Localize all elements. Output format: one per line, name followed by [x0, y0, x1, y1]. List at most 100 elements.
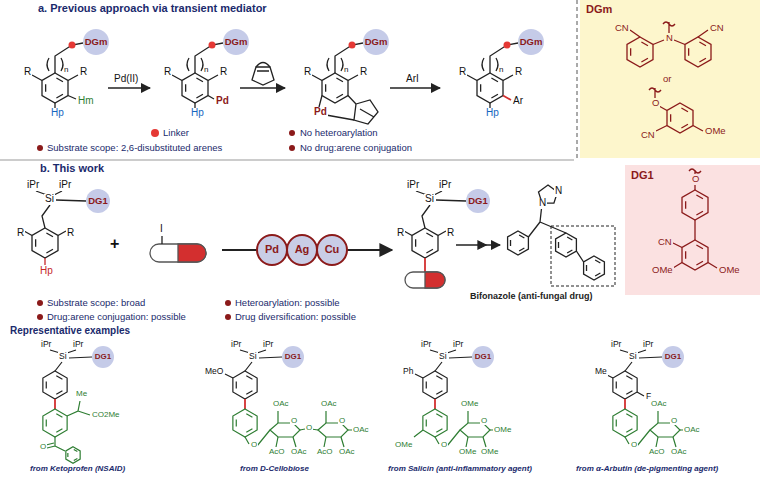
legend-text: Linker	[163, 128, 189, 138]
directing-group-label: DG1	[285, 353, 301, 361]
structure-g	[627, 22, 717, 270]
structure-circle	[289, 130, 295, 136]
atom-label: R	[66, 228, 75, 239]
atom-label: R	[163, 67, 172, 78]
drug-atom-label: OAc	[352, 426, 370, 434]
structure-g	[225, 374, 644, 396]
directing-group-label: DGm	[520, 37, 543, 47]
atom-label: iPr	[642, 340, 654, 349]
atom-label: iPr	[438, 180, 452, 191]
section-heading: Representative examples	[10, 326, 130, 337]
structure-circle	[37, 145, 43, 151]
atom-label: iPr	[406, 180, 420, 191]
drug-atom-label: O	[305, 424, 313, 432]
bullet-text: Heteroarylation: possible	[235, 298, 340, 308]
atom-label: DGm	[586, 4, 612, 16]
atom-label: R	[458, 67, 467, 78]
structure-path	[673, 169, 717, 268]
metal-label: Ag	[295, 244, 310, 256]
structure-use	[667, 103, 693, 133]
atom-label: N	[554, 186, 563, 197]
atom-label: Ph	[402, 367, 414, 376]
drug-atom-label: OMe	[460, 400, 479, 408]
atom-label: I	[159, 224, 164, 235]
drug-atom-label: OAc	[683, 426, 701, 434]
structure-use	[423, 346, 494, 437]
structure-circle	[225, 300, 231, 306]
structure-rect	[150, 244, 206, 262]
panel-heading: b. This work	[40, 163, 104, 175]
atom-label: R	[359, 67, 368, 78]
atom-label: iPr	[262, 340, 274, 349]
structure-path	[161, 236, 162, 244]
directing-group-label: DG1	[475, 353, 491, 361]
directing-group-label: DGm	[365, 37, 388, 47]
structure-polygon	[252, 67, 274, 85]
atom-label: Hm	[77, 96, 95, 107]
atom-label: CN	[614, 23, 630, 33]
atom-label: O	[691, 174, 700, 184]
atom-label: R	[16, 228, 25, 239]
metal-circle: Pd	[256, 234, 288, 266]
structure-use	[24, 189, 110, 258]
atom-label: iPr	[58, 180, 72, 191]
structure-rect	[405, 272, 445, 288]
metal-label: Pd	[265, 244, 279, 256]
subscript-label: n	[204, 66, 208, 74]
structure-path	[225, 374, 644, 396]
atom-label: CN	[640, 130, 656, 140]
atom-label: Me	[594, 367, 608, 376]
structure-path	[245, 411, 352, 447]
atom-label: OMe	[704, 126, 727, 136]
structure-path	[44, 258, 45, 265]
structure-use	[404, 189, 490, 258]
drug-atom-label: O	[290, 417, 298, 425]
atom-label: iPr	[72, 340, 84, 349]
drug-atom-label: OAc	[290, 448, 308, 456]
atom-label: CN	[709, 23, 725, 33]
structure-use	[685, 37, 711, 67]
structure-path	[503, 96, 511, 101]
atom-label: Si	[248, 352, 258, 361]
atom-label: R	[446, 228, 455, 239]
drug-atom-label: AcO	[648, 448, 666, 456]
atom-label: MeO	[204, 367, 224, 376]
structure-line	[577, 0, 578, 160]
atom-label: OMe	[718, 265, 741, 275]
plus-sign: +	[110, 236, 119, 253]
structure-use	[682, 190, 708, 220]
atom-label: Si	[44, 194, 55, 205]
example-caption: from α-Arbutin (de-pigmenting agent)	[576, 465, 718, 473]
atom-label: N	[538, 198, 547, 209]
atom-label: iPr	[420, 340, 432, 349]
atom-label: Pd(II)	[113, 74, 139, 85]
bullet-text: Drug:arene conjugation: possible	[47, 312, 186, 322]
metal-label: Pd	[215, 96, 230, 107]
atom-label: iPr	[452, 340, 464, 349]
drug-atom-label: O	[440, 441, 448, 449]
structure-use	[233, 346, 304, 437]
example-caption: from Ketoprofen (NSAID)	[30, 465, 125, 473]
atom-label: R	[219, 67, 228, 78]
drug-atom-label: O	[480, 417, 488, 425]
structure-use	[32, 29, 109, 103]
legend-swatch	[151, 129, 159, 137]
subscript-label: n	[499, 66, 503, 74]
structure-use	[172, 29, 249, 103]
directing-group-box: DG1OCNOMeOMe	[625, 165, 760, 295]
atom-label: ArI	[405, 74, 420, 85]
structure-use	[467, 29, 544, 103]
directing-group-label: DGm	[85, 37, 108, 47]
structure-path	[46, 401, 90, 451]
drug-atom-label: O	[670, 417, 678, 425]
atom-label: OMe	[651, 265, 674, 275]
structure-path	[55, 96, 76, 109]
atom-label: Ar	[512, 96, 524, 107]
bullet-text: No drug:arene conjugation	[300, 143, 412, 153]
structure-line	[0, 160, 574, 161]
drug-atom-label: O	[338, 417, 346, 425]
drug-atom-label: OMe	[458, 448, 477, 456]
bullet-text: Substrate scope: broad	[47, 298, 145, 308]
drug-atom-label: OAc	[320, 400, 338, 408]
